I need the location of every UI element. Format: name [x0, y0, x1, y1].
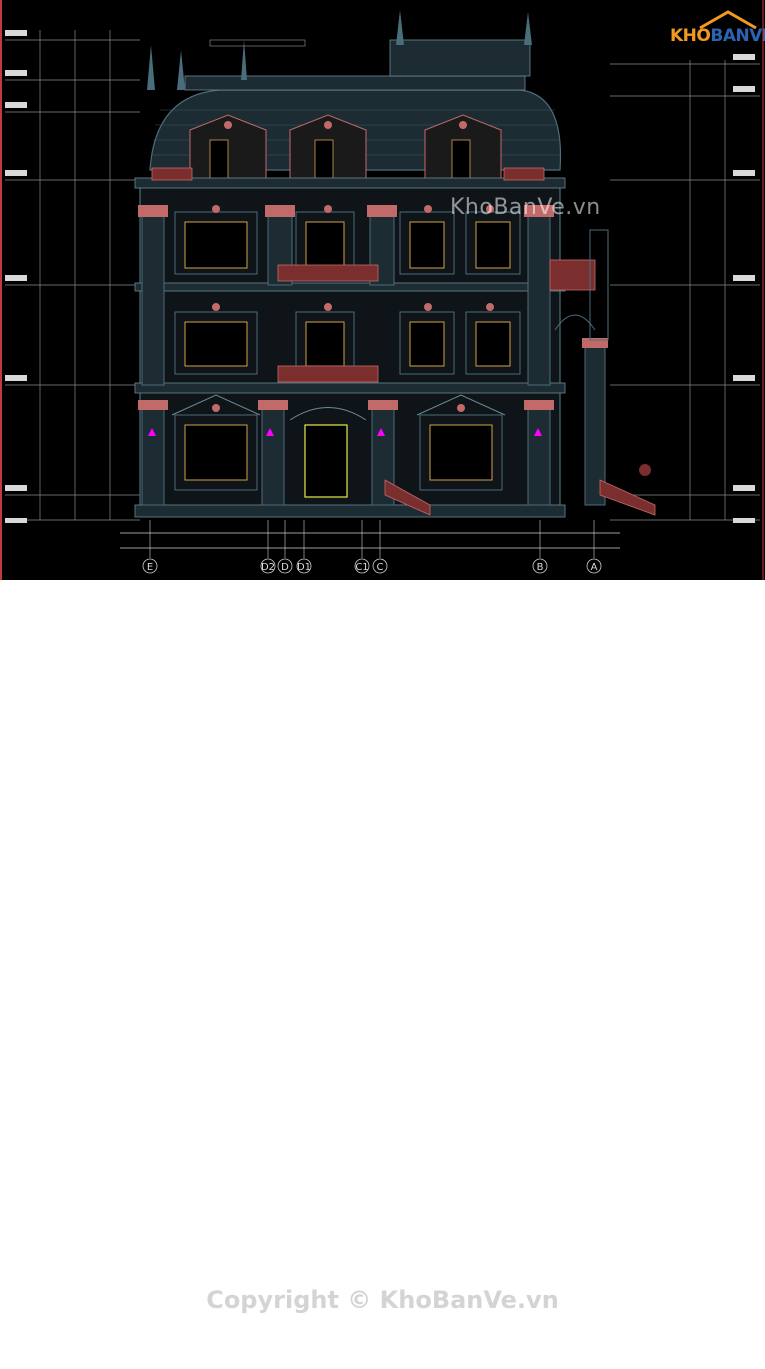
logo-wordmark: KHOBANVE — [670, 26, 765, 46]
level-tags — [5, 30, 755, 523]
facade-body — [134, 121, 566, 518]
kho-ban-ve-logo: KHOBANVE — [670, 10, 765, 50]
roof — [147, 10, 562, 186]
right-wing — [384, 229, 656, 516]
axis-label-E: E — [147, 562, 153, 573]
elevation-drawing: E D2 D D1 C1 C B A KhoBanVe.vn KHOBANVE — [0, 0, 765, 580]
level-lines — [5, 30, 760, 521]
watermark-text: KhoBanVe.vn — [450, 195, 601, 220]
main-door — [304, 424, 348, 498]
grid-axes: E D2 D D1 C1 C B A — [120, 520, 620, 574]
logo-part-banve: BANVE — [710, 26, 765, 46]
axis-label-A: A — [591, 562, 598, 573]
axis-label-C: C — [377, 562, 384, 573]
axis-label-D2: D2 — [261, 562, 275, 573]
facade-svg: E D2 D D1 C1 C B A — [0, 0, 764, 580]
axis-label-B: B — [537, 562, 544, 573]
axis-label-C1: C1 — [355, 562, 368, 573]
axis-label-D1: D1 — [297, 562, 311, 573]
house-roof-icon — [699, 10, 757, 30]
copyright-watermark: Copyright © KhoBanVe.vn — [206, 1286, 559, 1314]
axis-label-D: D — [281, 562, 289, 573]
logo-part-kho: KHO — [670, 26, 711, 46]
